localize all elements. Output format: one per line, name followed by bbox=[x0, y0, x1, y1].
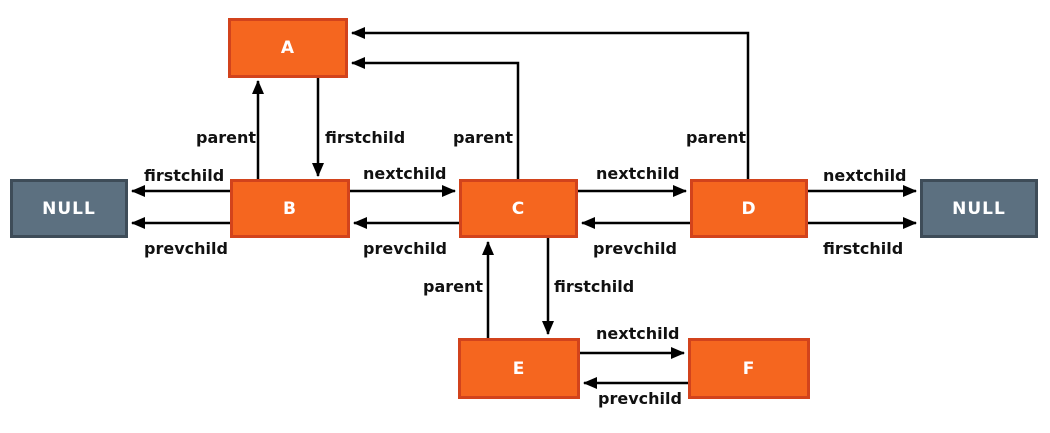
edge-label-prevchild-f-e: prevchild bbox=[598, 389, 682, 408]
edge-label-nextchild-c-d: nextchild bbox=[596, 164, 680, 183]
edge-label-parent-c-a: parent bbox=[453, 128, 514, 147]
node-f-label: F bbox=[742, 358, 756, 379]
edge-label-firstchild-c-e: firstchild bbox=[554, 277, 635, 296]
edge-label-parent-d-a: parent bbox=[686, 128, 747, 147]
edge-label-nextchild-b-c: nextchild bbox=[363, 164, 447, 183]
node-b-label: B bbox=[283, 198, 297, 219]
node-d: D bbox=[690, 179, 808, 238]
node-c: C bbox=[459, 179, 578, 238]
edge-label-nextchild-e-f: nextchild bbox=[596, 324, 680, 343]
node-d-label: D bbox=[741, 198, 757, 219]
edge-label-firstchild-a-b: firstchild bbox=[325, 128, 406, 147]
edge-label-prevchild-c-b: prevchild bbox=[363, 239, 447, 258]
node-c-label: C bbox=[511, 198, 526, 219]
edge-label-parent-b-a: parent bbox=[196, 128, 257, 147]
node-a-label: A bbox=[280, 38, 296, 58]
edge-label-firstchild-d-null: firstchild bbox=[823, 239, 904, 258]
edge-label-prevchild-d-c: prevchild bbox=[593, 239, 677, 258]
node-b: B bbox=[230, 179, 350, 238]
edge-label-nextchild-d-null: nextchild bbox=[823, 166, 907, 185]
node-f: F bbox=[688, 338, 810, 399]
edge-label-prevchild-b-null: prevchild bbox=[144, 239, 228, 258]
edge-label-parent-e-c: parent bbox=[423, 277, 484, 296]
node-null-right-label: NULL bbox=[952, 198, 1006, 219]
edge-label-firstchild-b-null: firstchild bbox=[144, 166, 225, 185]
node-a: A bbox=[228, 18, 348, 78]
node-e: E bbox=[458, 338, 580, 399]
node-null-left: NULL bbox=[10, 179, 128, 238]
node-e-label: E bbox=[512, 358, 526, 379]
node-null-left-label: NULL bbox=[42, 198, 96, 219]
node-null-right: NULL bbox=[920, 179, 1038, 238]
